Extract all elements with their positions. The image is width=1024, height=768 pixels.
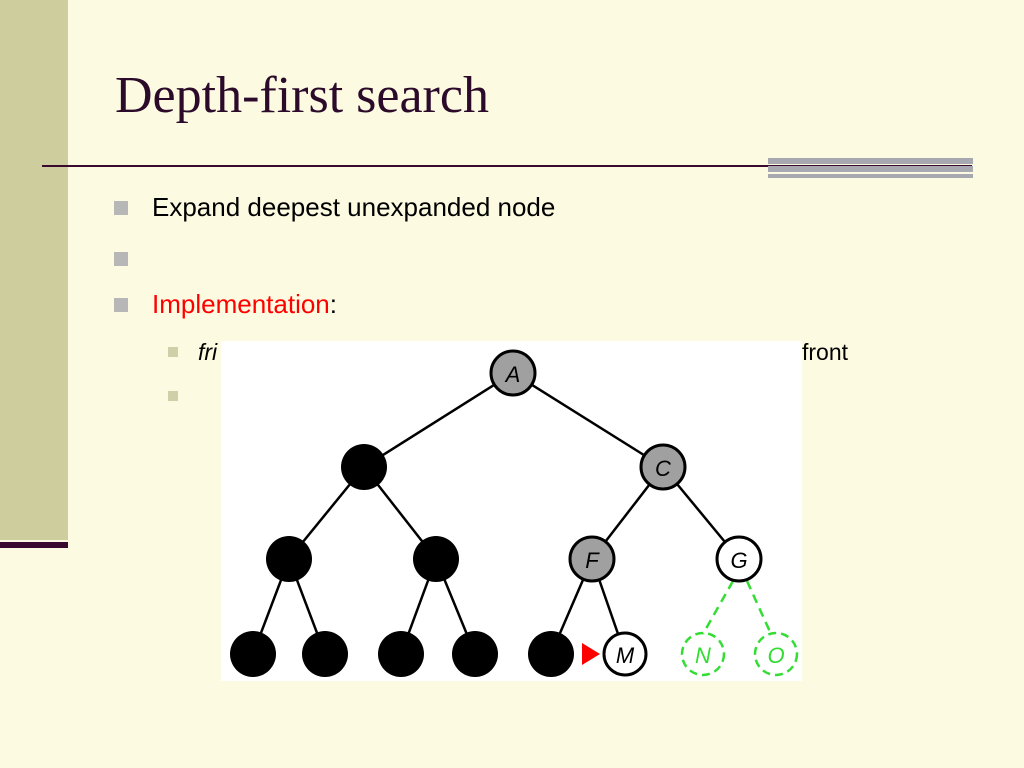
tree-node-k <box>452 631 498 677</box>
square-bullet-icon <box>114 252 128 266</box>
tree-edge-unexplored <box>701 580 735 635</box>
square-bullet-icon <box>114 201 128 215</box>
tree-node-d <box>266 536 312 582</box>
current-node-pointer-icon <box>582 643 600 665</box>
tree-node-h <box>230 631 276 677</box>
sub-bullet-lead: fri <box>198 339 218 365</box>
sub-bullet-tail-text: front <box>802 339 849 365</box>
square-bullet-icon <box>168 391 178 401</box>
bullet-label: Implementation <box>152 289 330 319</box>
tree-node-f <box>568 535 616 583</box>
tree-node-b <box>341 444 387 490</box>
tree-edge <box>363 371 514 469</box>
sub-bullet-tail: front <box>802 338 848 366</box>
tree-node-n <box>680 631 726 677</box>
tree-node-i <box>302 631 348 677</box>
bullet-expand: Expand deepest unexpanded node <box>114 192 556 222</box>
tree-label-c: C <box>655 456 671 481</box>
square-bullet-icon <box>168 347 178 357</box>
tree-label-g: G <box>730 548 747 573</box>
sub-bullet-fringe: fri <box>168 338 218 366</box>
dfs-tree-diagram: A C F G M N O <box>221 341 802 681</box>
dfs-tree-svg: A C F G M N O <box>230 349 799 677</box>
square-bullet-icon <box>114 298 128 312</box>
tree-node-e <box>413 536 459 582</box>
tree-label-n: N <box>695 643 711 668</box>
side-band <box>0 0 68 540</box>
tree-edge <box>512 371 664 469</box>
slide-title: Depth-first search <box>115 67 489 124</box>
side-accent <box>0 542 68 548</box>
tree-node-o <box>753 631 799 677</box>
tree-node-m <box>602 631 648 677</box>
title-rule-bar <box>768 158 973 178</box>
tree-node-a <box>489 349 537 397</box>
bullet-implementation: Implementation: <box>114 289 337 319</box>
bullet-suffix: : <box>329 289 337 319</box>
tree-node-c <box>639 443 687 491</box>
tree-node-j <box>378 631 424 677</box>
tree-label-f: F <box>585 548 600 573</box>
title-rule <box>42 165 972 167</box>
tree-label-m: M <box>616 643 635 668</box>
tree-label-o: O <box>767 643 784 668</box>
tree-label-a: A <box>504 362 521 387</box>
tree-node-g <box>715 535 763 583</box>
bullet-text: Expand deepest unexpanded node <box>152 192 556 222</box>
tree-node-l <box>528 631 574 677</box>
tree-edge-unexplored <box>745 580 773 635</box>
